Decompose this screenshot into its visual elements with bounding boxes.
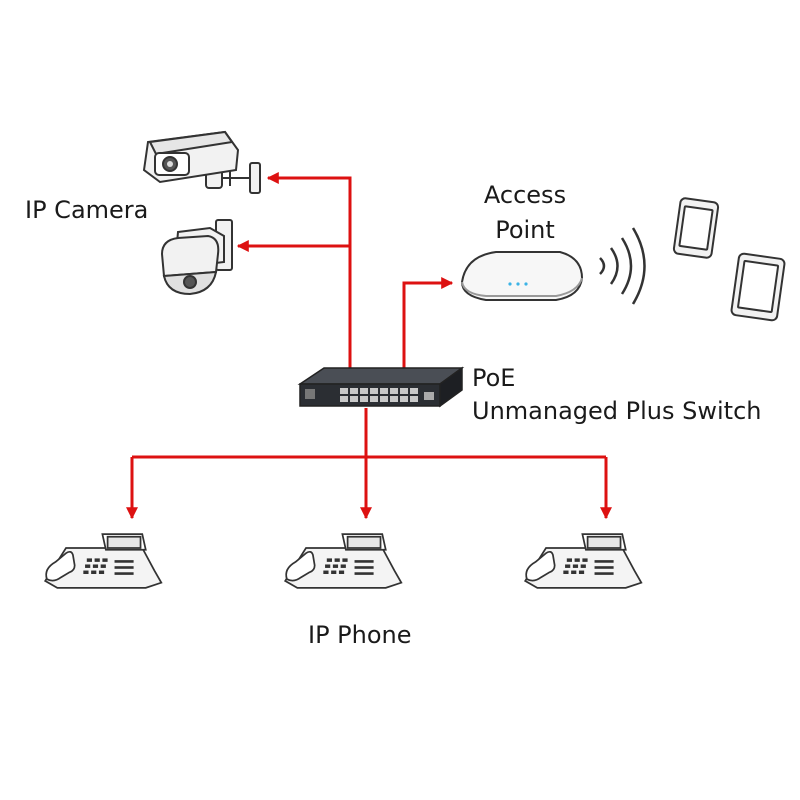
dome-camera-icon (160, 219, 233, 296)
switch-label-line1: PoE (472, 364, 516, 392)
access-point-label-line1: Access (483, 181, 567, 209)
wifi-signal-icon (599, 227, 646, 305)
link-switch-to-phones-bus (132, 408, 606, 459)
bullet-camera-icon (142, 130, 261, 194)
desk-phone-icon-middle (284, 533, 403, 589)
switch-icon (297, 366, 465, 408)
connection-links (126, 172, 612, 520)
desk-phone-icon-right (524, 533, 643, 589)
ip-phone-label: IP Phone (308, 621, 412, 649)
ip-camera-label: IP Camera (25, 196, 149, 224)
access-point-label-line2: Point (495, 216, 555, 244)
desk-phone-icon-left (44, 533, 163, 589)
link-switch-to-bullet-camera (266, 172, 352, 368)
tablet-icon (730, 252, 786, 322)
smartphone-icon (672, 197, 720, 259)
link-switch-to-access-point (402, 277, 454, 368)
switch-label-line2: Unmanaged Plus Switch (472, 397, 762, 425)
access-point-icon (460, 251, 584, 301)
